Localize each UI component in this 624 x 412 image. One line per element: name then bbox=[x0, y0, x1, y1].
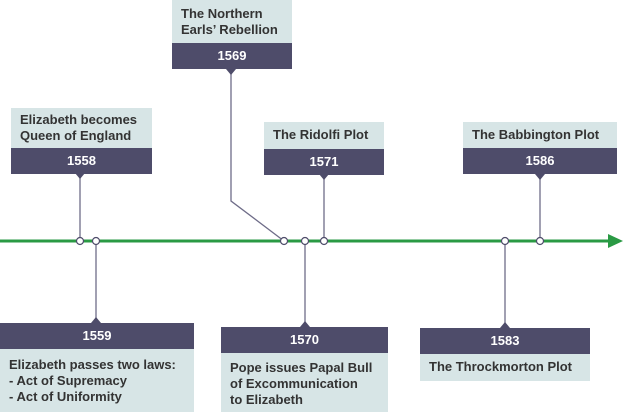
event-year: 1569 bbox=[172, 43, 292, 69]
marker-1558 bbox=[75, 236, 85, 246]
pointer-1569 bbox=[226, 69, 236, 75]
marker-1559 bbox=[91, 236, 101, 246]
event-year: 1571 bbox=[264, 149, 384, 175]
event-year: 1586 bbox=[463, 148, 617, 174]
connector-1569 bbox=[230, 74, 285, 242]
event-text: The Ridolfi Plot bbox=[264, 122, 384, 149]
event-year: 1558 bbox=[11, 148, 152, 174]
event-1586: The Babbington Plot 1586 bbox=[463, 122, 617, 174]
event-1569: The Northern Earls’ Rebellion 1569 bbox=[172, 0, 292, 69]
event-text: Elizabeth becomes Queen of England bbox=[11, 108, 152, 148]
marker-1586 bbox=[535, 236, 545, 246]
event-year: 1570 bbox=[221, 327, 388, 353]
pointer-1571 bbox=[319, 174, 329, 180]
pointer-1583 bbox=[500, 322, 510, 328]
marker-1569 bbox=[279, 236, 289, 246]
event-1558: Elizabeth becomes Queen of England 1558 bbox=[11, 108, 152, 174]
event-1571: The Ridolfi Plot 1571 bbox=[264, 122, 384, 175]
pointer-1559 bbox=[91, 317, 101, 323]
event-text: The Throckmorton Plot bbox=[420, 354, 590, 381]
event-1570: 1570 Pope issues Papal Bull of Excommuni… bbox=[221, 327, 388, 412]
event-text: The Northern Earls’ Rebellion bbox=[172, 0, 292, 43]
event-1559: 1559 Elizabeth passes two laws: - Act of… bbox=[0, 323, 194, 412]
pointer-1570 bbox=[300, 321, 310, 327]
pointer-1558 bbox=[75, 173, 85, 179]
event-text: Pope issues Papal Bull of Excommunicatio… bbox=[221, 353, 388, 412]
marker-1583 bbox=[500, 236, 510, 246]
event-year: 1559 bbox=[0, 323, 194, 349]
pointer-1586 bbox=[535, 174, 545, 180]
marker-1570 bbox=[300, 236, 310, 246]
event-1583: 1583 The Throckmorton Plot bbox=[420, 328, 590, 381]
event-text: The Babbington Plot bbox=[463, 122, 617, 148]
marker-1571 bbox=[319, 236, 329, 246]
timeline-arrowhead bbox=[608, 234, 623, 248]
event-text: Elizabeth passes two laws: - Act of Supr… bbox=[0, 349, 194, 412]
event-year: 1583 bbox=[420, 328, 590, 354]
